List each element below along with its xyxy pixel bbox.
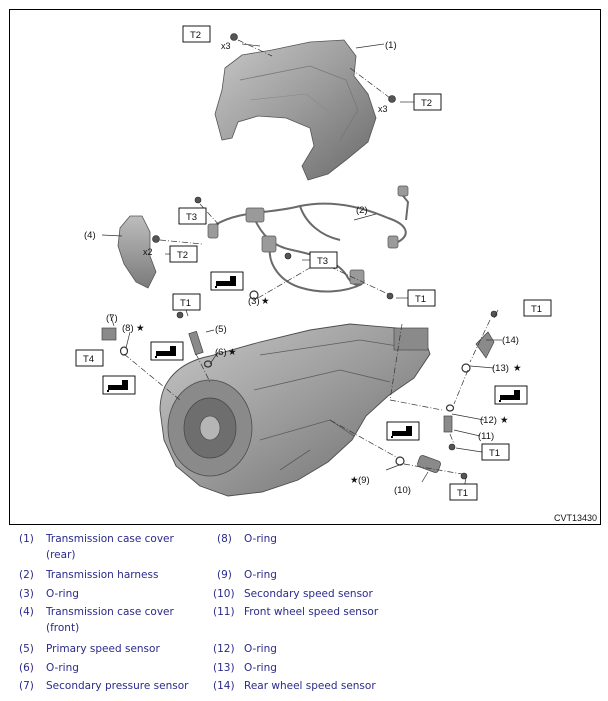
torque-box-t2-top: T2 (182, 25, 211, 43)
torque-label: T1 (489, 448, 500, 459)
torque-box-t1-harness: T1 (407, 289, 436, 307)
legend-text: O-ring (244, 533, 277, 545)
callout-8: (8) (122, 323, 134, 334)
torque-box-t4: T4 (75, 349, 104, 367)
quantity-label: x3 (378, 104, 388, 114)
callout-leaders (101, 43, 502, 489)
legend-num: (5) (19, 643, 34, 655)
o-rings (119, 290, 471, 466)
fluid-icon-box (150, 341, 184, 361)
torque-label: T3 (317, 256, 328, 267)
legend-num: (8) (217, 533, 232, 545)
callout-4: (4) (84, 230, 96, 241)
torque-box-t2-front: T2 (169, 245, 198, 263)
torque-label: T1 (457, 488, 468, 499)
fluid-icon-box (494, 385, 528, 405)
callout-10: (10) (394, 485, 411, 496)
legend-num: (3) (19, 588, 34, 600)
legend-text: O-ring (244, 643, 277, 655)
fluid-icon-box (210, 271, 244, 291)
callout-5: (5) (215, 324, 227, 335)
star-mark: ★ (261, 296, 270, 307)
transmission-harness (214, 191, 410, 293)
legend-num: (11) (213, 606, 235, 618)
legend-text: Rear wheel speed sensor (244, 680, 376, 692)
star-mark: ★ (500, 415, 509, 426)
callout-3: (3) (248, 296, 260, 307)
star-mark: ★ (228, 347, 237, 358)
quantity-label: x2 (143, 247, 153, 257)
fluid-icon-box (386, 421, 420, 441)
callout-9: (9) (358, 475, 370, 486)
transmission-case-cover-front (117, 215, 157, 289)
legend-text: Secondary pressure sensor (46, 680, 189, 692)
legend-num: (12) (213, 643, 235, 655)
legend-num: (2) (19, 569, 34, 581)
legend-num: (10) (213, 588, 235, 600)
secondary-pressure-sensor (101, 327, 117, 341)
callout-1: (1) (385, 40, 397, 51)
torque-label: T1 (415, 294, 426, 305)
torque-box-t1-rear: T1 (523, 299, 552, 317)
torque-label: T2 (190, 30, 201, 41)
torque-box-t1-secondary: T1 (449, 483, 478, 501)
star-mark: ★ (513, 363, 522, 374)
parts-legend: (1) Transmission case cover (rear) (2) T… (0, 528, 608, 701)
legend-num: (7) (19, 680, 34, 692)
legend-num: (13) (213, 662, 235, 674)
legend-text: Transmission harness (46, 569, 159, 581)
bolts (152, 33, 498, 480)
callout-7: (7) (106, 313, 118, 324)
transmission-case-cover-rear (214, 39, 377, 181)
legend-text: O-ring (244, 569, 277, 581)
callout-14: (14) (502, 335, 519, 346)
callout-6: (6) (215, 347, 227, 358)
legend-num: (14) (213, 680, 235, 692)
legend-text: O-ring (46, 588, 79, 600)
rear-wheel-speed-sensor (475, 331, 495, 359)
legend-text: Secondary speed sensor (244, 588, 373, 600)
legend-text: O-ring (46, 662, 79, 674)
fluid-icon-box (102, 375, 136, 395)
legend-num: (9) (217, 569, 232, 581)
figure-code: CVT13430 (554, 513, 597, 523)
legend-text-cont: (rear) (46, 549, 76, 561)
torque-box-t3-mid: T3 (309, 251, 338, 269)
transmission-assembly (159, 323, 431, 497)
primary-speed-sensor (188, 330, 204, 356)
quantity-label: x3 (221, 41, 231, 51)
callout-12: (12) (480, 415, 497, 426)
legend-text-cont: (front) (46, 622, 80, 634)
torque-label: T1 (531, 304, 542, 315)
legend-text: O-ring (244, 662, 277, 674)
diagram-canvas: T2 T2 T3 T2 T3 T1 T1 T1 T4 T1 T1 x3 x3 (75, 25, 597, 523)
torque-label: T2 (177, 250, 188, 261)
torque-label: T3 (186, 212, 197, 223)
torque-box-t2-right: T2 (413, 93, 442, 111)
legend-text: Front wheel speed sensor (244, 606, 379, 618)
legend-num: (1) (19, 533, 34, 545)
star-mark: ★ (350, 475, 359, 486)
torque-box-t1-front-wheel: T1 (481, 443, 510, 461)
star-mark: ★ (136, 323, 145, 334)
legend-num: (4) (19, 606, 34, 618)
leader-lines (123, 39, 491, 475)
exploded-diagram: T2 T2 T3 T2 T3 T1 T1 T1 T4 T1 T1 x3 x3 (9, 9, 601, 525)
torque-label: T4 (83, 354, 94, 365)
legend-text: Transmission case cover (46, 533, 174, 545)
callout-13: (13) (492, 363, 509, 374)
secondary-speed-sensor (417, 455, 441, 473)
legend-text: Transmission case cover (46, 606, 174, 618)
torque-box-t3-left: T3 (178, 207, 207, 225)
callout-11: (11) (478, 431, 494, 442)
harness-connectors (207, 185, 409, 285)
callout-2: (2) (356, 205, 368, 216)
front-wheel-speed-sensor (443, 415, 453, 433)
legend-num: (6) (19, 662, 34, 674)
torque-box-t1-primary: T1 (172, 293, 201, 311)
legend-text: Primary speed sensor (46, 643, 160, 655)
torque-label: T2 (421, 98, 432, 109)
torque-label: T1 (180, 298, 191, 309)
